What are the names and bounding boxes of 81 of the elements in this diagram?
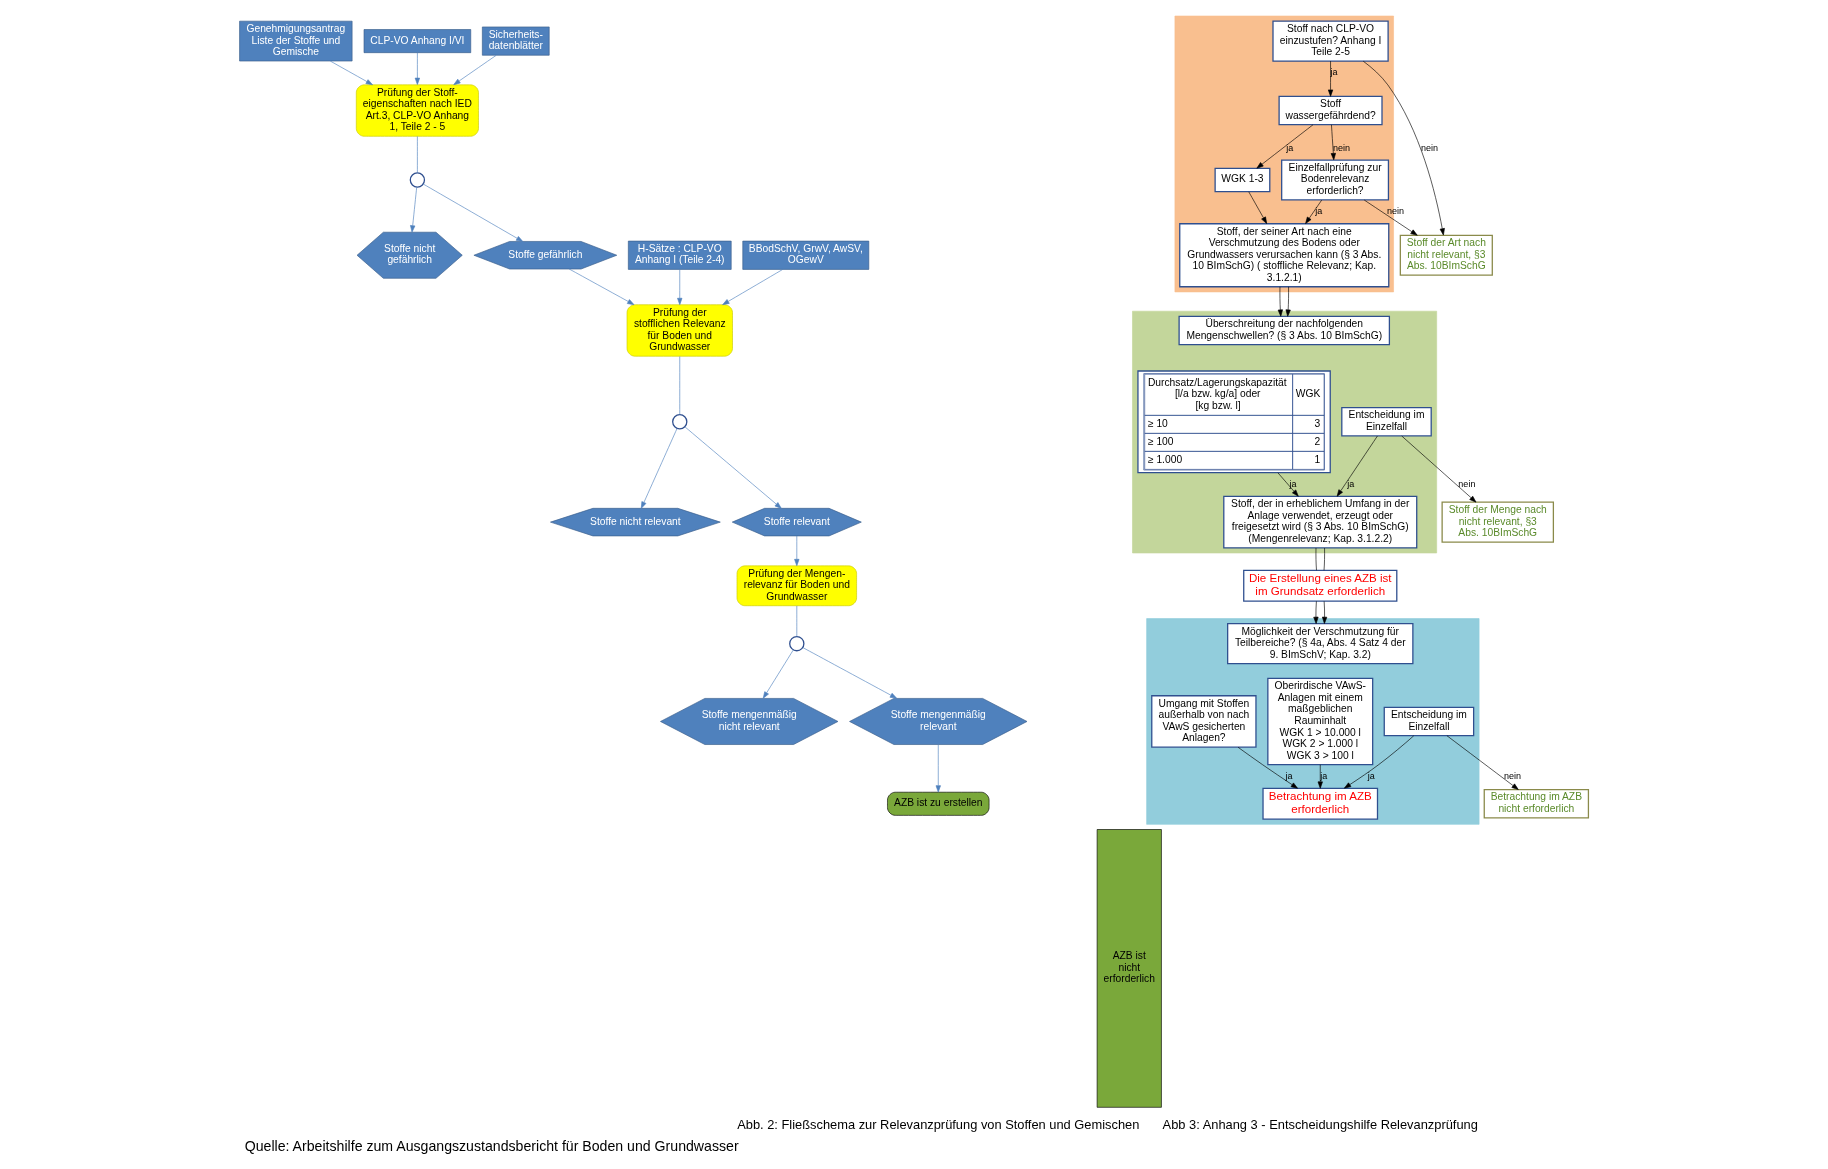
- arrow: [1401, 435, 1477, 503]
- arrow: [1305, 199, 1322, 224]
- node-box: Die Erstellung eines AZB ist im Grundsatz erforderlich: [1243, 569, 1398, 602]
- edge-label: ja: [1285, 770, 1293, 781]
- arrow: [1362, 60, 1445, 236]
- arrow: [422, 183, 524, 242]
- node-box: BBodSchV, GrwV, AwSV, OGewV: [742, 240, 870, 270]
- node-box: Überschreitung der nachfolgenden Mengenschwellen? (§ 3 Abs. 10 BImSchG): [1178, 315, 1391, 346]
- arrow: [414, 52, 420, 85]
- arrow: [568, 268, 635, 305]
- node-box: Einzelfallprüfung zur Bodenrelevanz erforderlich?: [1281, 159, 1390, 201]
- arrow: [1256, 124, 1314, 169]
- arrow: [1322, 600, 1328, 624]
- label: Abb. 2: Fließschema zur Relevanzprüfung von Stoffen und Gemischen: [737, 1117, 1140, 1133]
- node-box: Genehmigungsantrag Liste der Stoffe und Gemische: [239, 20, 353, 62]
- node-box: Entscheidung im Einzelfall: [1383, 706, 1475, 737]
- arrow: [677, 269, 683, 305]
- edge-label: ja: [1289, 478, 1297, 489]
- node-box: Stoff wassergefährdend?: [1278, 95, 1383, 126]
- node-box: Betrachtung im AZB nicht erforderlich: [1483, 789, 1590, 819]
- arrow: [453, 55, 497, 86]
- node-circle: [409, 172, 426, 188]
- node-box: Möglichkeit der Verschmutzung für Teilbereiche? (§ 4a, Abs. 4 Satz 4 der 9. BImSchV; Kap. 3.2): [1227, 623, 1414, 665]
- node-box: Stoff, der seiner Art nach eine Verschmutzung des Bodens oder Grundwassers verursachen kann (§ 3 Abs. 10 BImSchG) ( stoffliche Relevanz; Kap. 3.1.2.1): [1179, 223, 1390, 288]
- arrow: [1446, 735, 1519, 790]
- arrow: [935, 744, 941, 793]
- arrow: [1330, 124, 1336, 161]
- node-box: AZB ist zu erstellen: [887, 791, 990, 816]
- arrow: [410, 186, 417, 233]
- arrow: [684, 426, 782, 509]
- node-box: Stoff, der in erheblichem Umfang in der Anlage verwendet, erzeugt oder freigesetzt wird (§ 3 Abs. 10 BImSchG) (Mengenrelevanz; Kap. 3.1.2.2): [1223, 495, 1418, 549]
- node-box: Prüfung der Stoff- eigenschaften nach IED Art.3, CLP-VO Anhang 1, Teile 2 - 5: [355, 84, 479, 137]
- arrow: [1336, 435, 1378, 497]
- edge-label: ja: [1347, 478, 1355, 489]
- arrow: [1285, 286, 1291, 317]
- arrow: [640, 428, 678, 509]
- node-box: Oberirdische VAwS- Anlagen mit einem maßgeblichen Rauminhalt WGK 1 > 10.000 l WGK 2 > 1.000 l WGK 3 > 100 l: [1267, 677, 1374, 766]
- edge-label: nein: [1458, 478, 1476, 489]
- node-box: AZB ist nicht erforderlich: [1096, 829, 1162, 1108]
- node-box: Entscheidung im Einzelfall: [1341, 407, 1432, 437]
- edge-label: nein: [1421, 142, 1439, 153]
- node-box: Stoff nach CLP-VO einzustufen? Anhang I Teile 2-5: [1272, 20, 1389, 62]
- edge-label: nein: [1387, 206, 1405, 217]
- edge-label: nein: [1332, 142, 1350, 153]
- caption: Quelle: Arbeitshilfe zum Ausgangszustandsbericht für Boden und Grundwasser: [244, 1138, 739, 1155]
- connector: [1315, 547, 1317, 571]
- node-box: Stoff der Menge nach nicht relevant, §3 Abs. 10BImSchG: [1441, 501, 1555, 543]
- node-box: CLP-VO Anhang I/VI: [363, 29, 472, 53]
- node-box: Prüfung der Mengen- relevanz für Boden und Grundwasser: [736, 565, 857, 607]
- node-box: Stoff der Art nach nicht relevant, §3 Abs. 10BImSchG: [1399, 234, 1493, 276]
- arrow: [1313, 600, 1319, 624]
- edge-label: ja: [1315, 206, 1323, 217]
- node-circle: [672, 414, 688, 430]
- node-box: Sicherheits- datenblätter: [482, 26, 550, 56]
- edge-label: ja: [1367, 770, 1375, 781]
- label: Abb 3: Anhang 3 - Entscheidungshilfe Relevanzprüfung: [1162, 1117, 1478, 1133]
- arrow: [1237, 746, 1298, 789]
- arrow: [794, 535, 800, 567]
- node-box: Prüfung der stofflichen Relevanz für Boden und Grundwasser: [626, 304, 733, 357]
- node-box: WGK 1-3: [1214, 167, 1271, 193]
- arrow: [1277, 472, 1299, 497]
- arrow: [1248, 191, 1268, 224]
- edge-label: ja: [1320, 770, 1328, 781]
- arrow: [802, 647, 897, 699]
- node-box: H-Sätze : CLP-VO Anhang I (Teile 2-4): [628, 240, 732, 270]
- arrow: [1328, 60, 1334, 97]
- connector: [796, 605, 798, 637]
- connector: [1323, 547, 1325, 571]
- arrow: [762, 649, 794, 699]
- node-box: Betrachtung im AZB erforderlich: [1262, 787, 1379, 820]
- edge-label: nein: [1504, 770, 1522, 781]
- arrow: [722, 269, 783, 305]
- arrow: [330, 60, 373, 86]
- arrow: [1277, 286, 1283, 317]
- edge-label: ja: [1286, 142, 1294, 153]
- node-circle: [789, 635, 805, 652]
- arrow: [1344, 735, 1415, 789]
- connector: [679, 356, 681, 415]
- node-box: Umgang mit Stoffen außerhalb von nach VAwS gesicherten Anlagen?: [1151, 695, 1257, 748]
- arrow: [1363, 199, 1418, 236]
- connector: [417, 136, 418, 174]
